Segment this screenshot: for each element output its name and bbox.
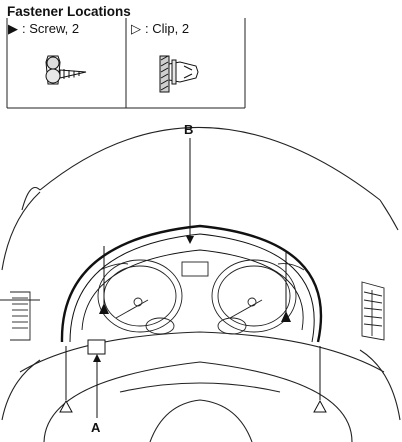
arrow-a-head	[93, 354, 101, 362]
screw-marker-left	[99, 303, 109, 314]
outline-triangle-icon: ▷	[131, 21, 141, 36]
legend-clip: ▷ : Clip, 2	[131, 21, 189, 37]
steering-wheel	[19, 331, 385, 442]
arrow-b-head	[186, 236, 194, 244]
screw-illustration	[45, 55, 87, 85]
screw-marker-right	[281, 311, 291, 322]
callout-a: A	[91, 420, 101, 435]
clip-marker-left	[59, 399, 73, 413]
label-a-target	[87, 339, 106, 355]
instrument-cluster	[97, 259, 305, 335]
legend-frame	[6, 18, 246, 109]
leader-lines	[65, 138, 321, 418]
clip-marker-right	[313, 399, 327, 413]
legend-screw-text: : Screw, 2	[22, 21, 80, 36]
filled-triangle-icon: ▶	[8, 21, 18, 36]
dashboard	[0, 126, 401, 421]
callout-b: B	[184, 122, 194, 137]
clip-illustration	[159, 55, 199, 93]
diagram-title: Fastener Locations	[7, 4, 131, 19]
legend-screw: ▶ : Screw, 2	[8, 21, 79, 37]
cluster-fascia	[60, 224, 323, 343]
legend-clip-text: : Clip, 2	[145, 21, 190, 36]
